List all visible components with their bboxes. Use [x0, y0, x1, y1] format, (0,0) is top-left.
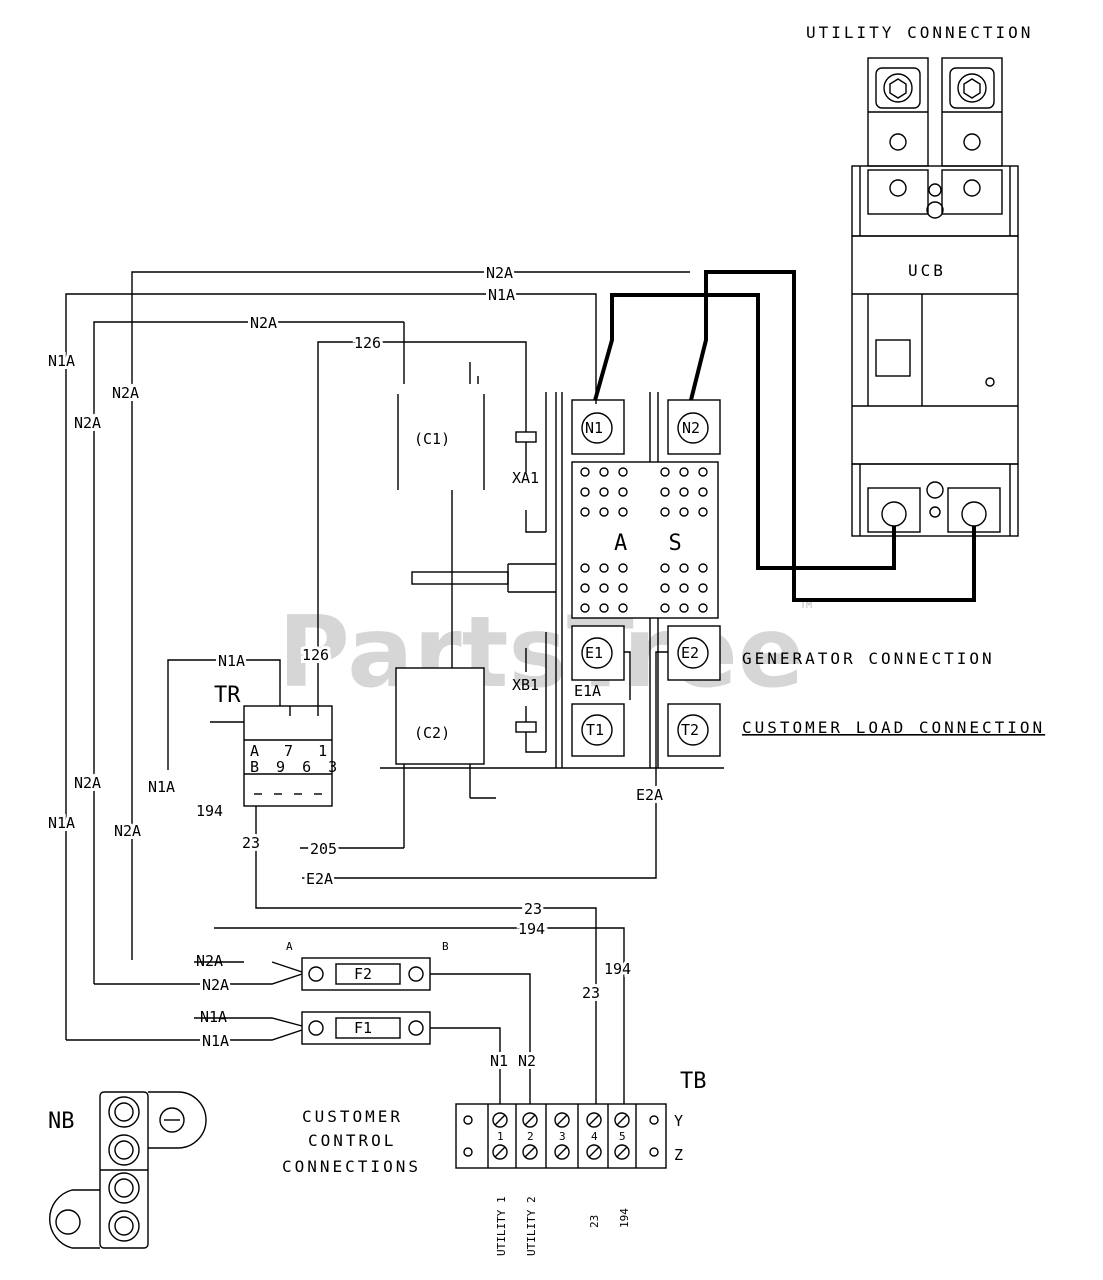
sensing-xa1: XA1 [370, 341, 547, 533]
tr-bottom-terminals: B 9 6 3 [250, 758, 341, 776]
label-n1a-1: N1A [488, 286, 515, 304]
label-n1a-fuse-1: N1A [200, 1008, 227, 1026]
tb-terminal-4: 4 [591, 1130, 598, 1143]
tb-side-y: Y [674, 1112, 683, 1130]
label-n2a-left-1: N2A [112, 384, 139, 402]
watermark: PartsTree [278, 596, 804, 710]
label-23-tr: 23 [242, 834, 260, 852]
label-e2a-1: E2A [636, 786, 663, 804]
tr-label: TR [214, 683, 241, 708]
tb-label-utility-1: UTILITY 1 [495, 1196, 508, 1256]
ucb-label: UCB [908, 261, 946, 280]
t1-terminal: T1 [586, 721, 604, 739]
utility-connection-heading: UTILITY CONNECTION [806, 23, 1033, 42]
wire-runs [65, 271, 690, 1110]
sensing-xb1: XB1 [512, 632, 547, 753]
label-126-1: 126 [354, 334, 381, 352]
label-n2a-left-3: N2A [74, 774, 101, 792]
label-n1a-tr-side: N1A [148, 778, 175, 796]
terminal-block: TB Y Z 1 2 3 4 5 U [455, 1069, 707, 1256]
generator-connection-heading: GENERATOR CONNECTION [742, 649, 995, 668]
coil-c1: (C1) [397, 322, 485, 668]
label-205: 205 [310, 840, 337, 858]
c1-label: (C1) [414, 430, 450, 448]
label-n1a-tr: N1A [218, 652, 245, 670]
e2-terminal: E2 [681, 644, 699, 662]
label-n2a-left-4: N2A [114, 822, 141, 840]
label-n1: N1 [490, 1052, 508, 1070]
fuse-marker-b: B [442, 940, 449, 953]
tb-side-z: Z [674, 1146, 683, 1164]
heavy-cables [592, 270, 976, 602]
tb-screw-row [487, 1104, 637, 1168]
tr-top-terminals: A 7 1 [250, 742, 335, 760]
e1-terminal: E1 [585, 644, 603, 662]
transformer: TR A 7 1 B 9 6 3 [210, 683, 341, 807]
t2-terminal: T2 [681, 721, 699, 739]
n1-terminal: N1 [585, 419, 603, 437]
label-n2a-fuse-2: N2A [202, 976, 229, 994]
neutral-block: NB [48, 1091, 207, 1249]
tb-terminal-5: 5 [619, 1130, 626, 1143]
customer-control-heading-3: CONNECTIONS [282, 1157, 421, 1176]
watermark-tm: TM [800, 600, 812, 611]
label-194-tr: 194 [196, 802, 223, 820]
nb-label: NB [48, 1109, 75, 1134]
tb-label: TB [680, 1069, 707, 1094]
customer-load-connection-heading: CUSTOMER LOAD CONNECTION [742, 718, 1045, 737]
label-n2a-1: N2A [486, 264, 513, 282]
label-194-right: 194 [604, 960, 631, 978]
fuse-marker-a: A [286, 940, 293, 953]
wire-labels: N2A N1A N2A 126 N1A N2A N2A 126 N1A N1A … [45, 261, 666, 1073]
label-n1a-left-2: N1A [48, 814, 75, 832]
e1a-label: E1A [574, 682, 601, 700]
label-126-2: 126 [302, 646, 329, 664]
utility-circuit-breaker: UCB [851, 235, 1019, 465]
label-n2a-left-2: N2A [74, 414, 101, 432]
label-n2a-2: N2A [250, 314, 277, 332]
mechanical-link [411, 563, 556, 593]
c2-label: (C2) [414, 724, 450, 742]
fuse-f1: F1 [301, 1011, 431, 1045]
tb-terminal-3: 3 [559, 1130, 566, 1143]
switch-contact-dots [580, 467, 708, 613]
customer-control-heading-1: CUSTOMER [302, 1107, 403, 1126]
label-n2: N2 [518, 1052, 536, 1070]
transfer-switch: N1 N2 A S E1 E2 E1A T1 T2 [380, 392, 724, 769]
xb1-label: XB1 [512, 676, 539, 694]
switch-label: A S [614, 531, 696, 556]
utility-lugs [867, 57, 1003, 167]
label-e2a-2: E2A [306, 870, 333, 888]
coil-c2: (C2) [395, 667, 496, 848]
customer-control-heading-2: CONTROL [308, 1131, 396, 1150]
fuse-f2: F2 A B [286, 940, 449, 991]
xa1-label: XA1 [512, 469, 539, 487]
label-n1a-fuse-2: N1A [202, 1032, 229, 1050]
tb-terminal-1: 1 [497, 1130, 504, 1143]
label-23-mid: 23 [524, 900, 542, 918]
tb-label-194: 194 [618, 1208, 631, 1228]
breaker-lower-terminals [851, 463, 1019, 537]
tb-terminal-2: 2 [527, 1130, 534, 1143]
fuse-f2-label: F2 [354, 965, 372, 983]
label-n2a-fuse-1: N2A [196, 952, 223, 970]
n2-terminal: N2 [682, 419, 700, 437]
label-n1a-left-1: N1A [48, 352, 75, 370]
fuse-f1-label: F1 [354, 1019, 372, 1037]
breaker-upper-terminals [851, 165, 1019, 237]
label-23-right: 23 [582, 984, 600, 1002]
label-194-mid: 194 [518, 920, 545, 938]
tb-label-utility-2: UTILITY 2 [525, 1196, 538, 1256]
tb-label-23: 23 [588, 1215, 601, 1228]
